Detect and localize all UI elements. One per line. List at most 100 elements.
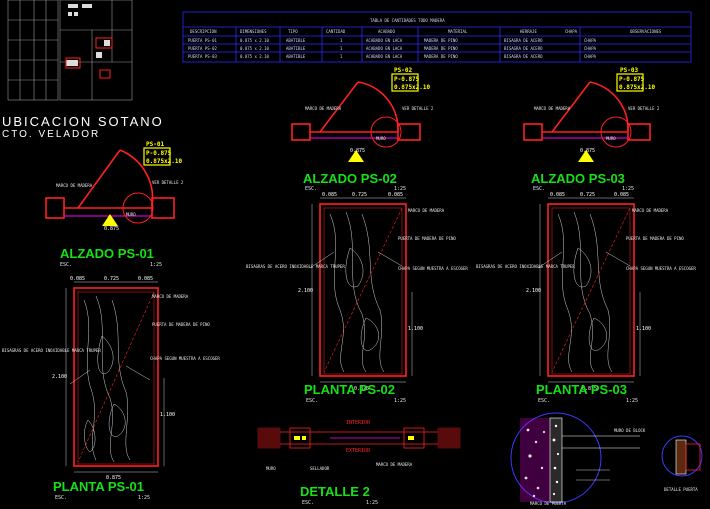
table-header-cell: DESCRIPCION [190,29,217,34]
table-header-cell: DIMENSIONES [240,29,267,34]
dim-height-2: 1.100 [636,326,651,332]
note-knob: CHAPA SEGUN MUESTRA A ESCOGER [626,266,696,271]
table-header-cell: OBSERVACIONES [630,29,662,34]
dim-height-2: 1.100 [160,412,175,418]
note-wall: MURO [126,212,136,217]
dim-top-right: 0.725 [580,192,595,198]
scale-value: 1:25 [626,398,638,404]
table-cell: 1 [340,46,343,51]
dim-top-left: 0.085 [322,192,337,198]
note-hinge: BISAGRAS DE ACERO INOXIDABLE MARCA TRUPE… [246,264,345,269]
table-cell: 1 [340,54,343,59]
scale-value: 1:25 [394,186,406,192]
planta-title: PLANTA PS-01 [53,479,144,494]
location-title: UBICACION SOTANO [2,114,164,129]
scale-value: 1:25 [366,500,378,506]
alzado-ps-02: PS-02 P-0.875 0.875x2.10 MARCO DE MADERA… [291,67,434,192]
table-cell: 0.875 x 2.10 [240,38,269,43]
table-row: PUERTA PS-03 0.875 x 2.10 ABATIBLE 1 ACA… [188,54,597,59]
note-callout: VER DETALLE 2 [628,106,660,111]
table-cell: ACABADO EN LACA [366,54,403,59]
table-cell: BISAGRA DE ACERO [504,54,543,59]
note-frame: MARCO DE MADERA [152,294,189,299]
note-knob: CHAPA SEGUN MUESTRA A ESCOGER [398,266,468,271]
door-tag-line2: 0.875x2.10 [619,84,656,91]
dim-top-right-2: 0.085 [614,192,629,198]
label-exterior: EXTERIOR [346,448,371,454]
note-wall: MURO [606,136,616,141]
table-header-cell: TIPO [288,29,298,34]
note-hinge: BISAGRAS DE ACERO INOXIDABLE MARCA TRUPE… [2,348,101,353]
detail-callout-circle [370,116,402,148]
scale-value: 1:25 [622,186,634,192]
scale-label: ESC. [306,398,318,404]
note-frame: MARCO DE MADERA [534,106,571,111]
table-header-cell: ACABADO [378,29,395,34]
scale-label: ESC. [302,500,314,506]
dim-height: 2.100 [52,374,67,380]
detail-callout-circle [122,192,154,224]
table-cell: PUERTA PS-01 [188,38,217,43]
note-door: PUERTA DE MADERA DE PINO [398,236,456,241]
note-door: PUERTA DE MADERA DE PINO [626,236,684,241]
table-cell: ACABADO EN LACA [366,38,403,43]
dim-top-right-2: 0.085 [388,192,403,198]
table-cell: MADERA DE PINO [424,54,458,59]
table-header-cell: MATERIAL [448,29,468,34]
table-row: PUERTA PS-01 0.875 x 2.10 ABATIBLE 1 ACA… [188,38,597,43]
note-hinge: BISAGRAS DE ACERO INOXIDABLE MARCA TRUPE… [476,264,575,269]
detail-right: MARCO DE PUERTA DETALLE PUERTA MURO DE B… [510,412,703,506]
table-header-cell: CHAPA [565,29,578,34]
table-cell: CHAPA [584,46,597,51]
dim-top-left: 0.085 [550,192,565,198]
table-title: TABLA DE CANTIDADES TODO MADERA [370,18,445,23]
door-tag-line1: P-0.875 [394,76,420,83]
table-cell: PUERTA PS-02 [188,46,217,51]
door-tag-id: PS-02 [394,67,412,74]
note-frame: MARCO DE MADERA [376,462,413,467]
door-tag-line1: P-0.875 [619,76,645,83]
scale-label: ESC. [60,262,72,268]
table-cell: CHAPA [584,38,597,43]
alzado-title: ALZADO PS-01 [60,246,154,261]
alzado-ps-03: PS-03 P-0.875 0.875x2.10 MARCO DE MADERA… [523,67,660,192]
alzado-ps-01: PS-01 P-0.875 0.875x2.10 MARCO DE MADERA… [45,141,184,268]
table-cell: ABATIBLE [286,38,306,43]
scale-label: ESC. [305,186,317,192]
note-knob: CHAPA SEGUN MUESTRA A ESCOGER [150,356,220,361]
table-cell: ABATIBLE [286,54,306,59]
scale-value: 1:25 [394,398,406,404]
table-cell: BISAGRA DE ACERO [504,46,543,51]
dim-bottom: 0.875 [106,475,121,481]
door-tag-line2: 0.875x2.10 [146,158,183,165]
note-seal: SELLADOR [310,466,330,471]
table-header-cell: CANTIDAD [326,29,346,34]
scale-label: ESC. [55,495,67,501]
note-callout: VER DETALLE 2 [402,106,434,111]
location-subtitle: CTO. VELADOR [2,129,100,140]
dim-bottom: 0.875 [582,386,597,392]
table-cell: MADERA DE PINO [424,46,458,51]
dim-height: 2.100 [298,288,313,294]
planta-ps-01: 0.085 0.725 0.085 2.100 1.100 0.875 MARC… [2,276,220,501]
dim-width: 0.875 [580,148,595,154]
note-wall: MURO [266,466,276,471]
door-tag-id: PS-03 [620,67,638,74]
label-door: DETALLE PUERTA [664,487,698,492]
table-cell: CHAPA [584,54,597,59]
dim-bottom: 0.875 [354,386,369,392]
label-interior: INTERIOR [346,420,371,426]
table-header-cell: HERRAJE [520,29,537,34]
table-cell: PUERTA PS-03 [188,54,217,59]
door-tag-id: PS-01 [146,141,164,148]
table-cell: 1 [340,38,343,43]
dim-top-right: 0.725 [104,276,119,282]
alzado-title: ALZADO PS-03 [531,171,625,186]
dim-top-right-2: 0.085 [138,276,153,282]
note-frame: MARCO DE MADERA [408,208,445,213]
note-frame: MARCO DE MADERA [305,106,342,111]
dim-height-2: 1.100 [408,326,423,332]
table-cell: 0.875 x 2.10 [240,46,269,51]
note-callout: VER DETALLE 2 [152,180,184,185]
scale-value: 1:25 [138,495,150,501]
